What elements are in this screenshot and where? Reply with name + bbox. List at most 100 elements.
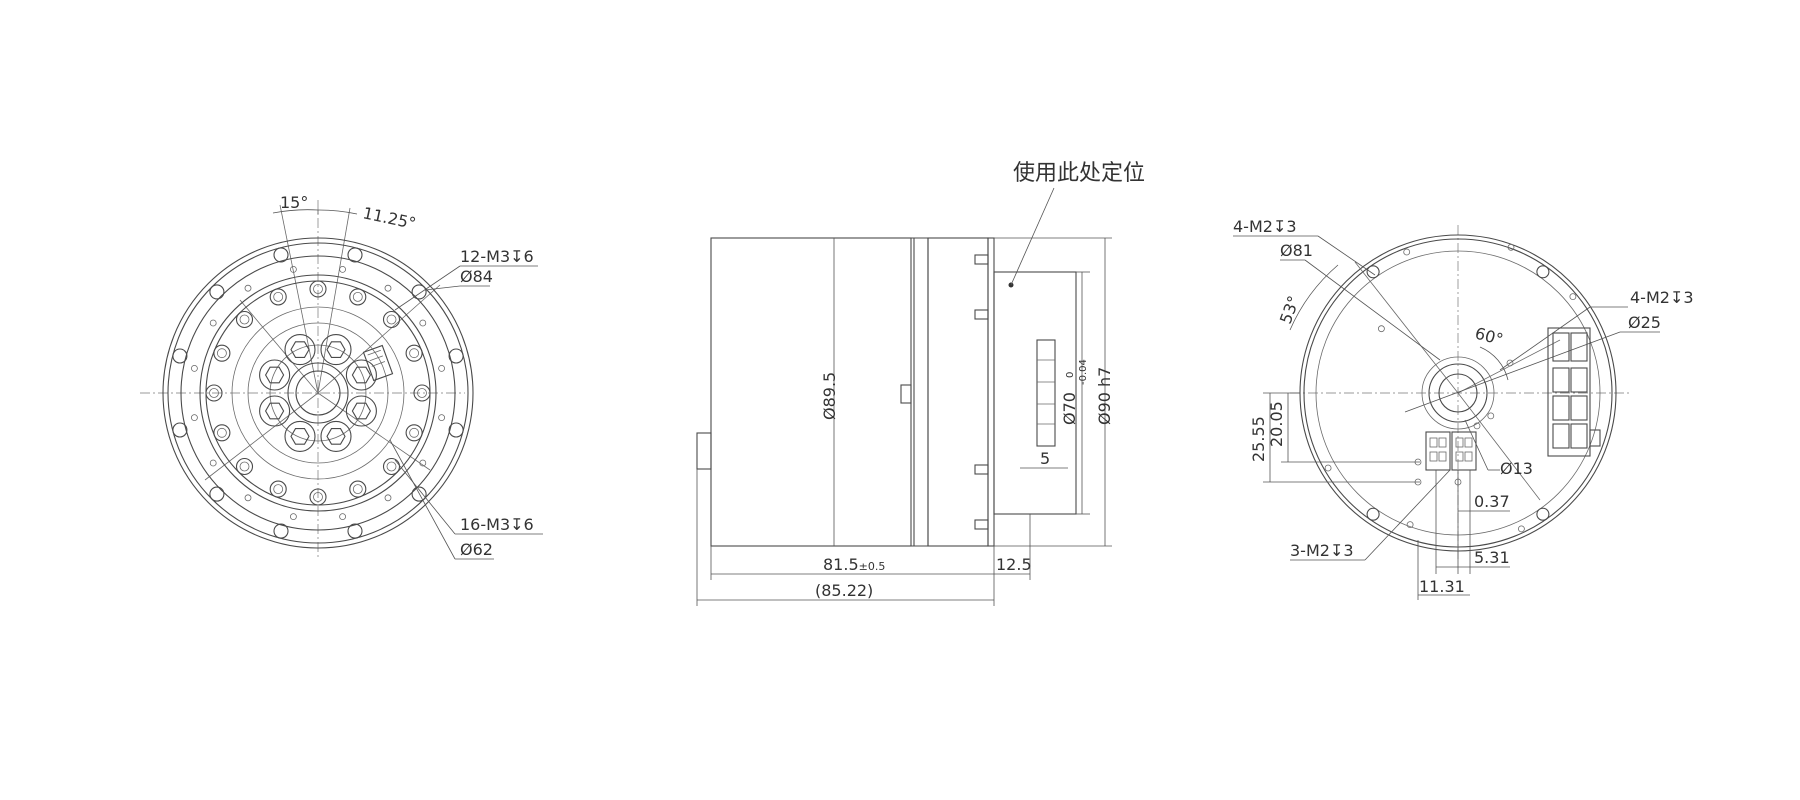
dia-62-label: Ø62 [460,540,493,559]
holes-16-m3-label: 16-M3↧6 [460,515,534,534]
rear-small-hole [1403,248,1411,256]
outer-hole [448,348,464,364]
dia-84-label: Ø84 [460,267,493,286]
small-hole [209,319,217,327]
inner-hole-core [273,291,284,302]
small-hole [289,513,297,520]
inner-hole-core [209,388,219,398]
rear-mount-hole [1536,265,1550,279]
inner-hole [405,424,423,442]
outer-hole [448,422,464,438]
hex-nut [290,341,310,358]
outer-hole [273,247,289,263]
small-hole [190,414,198,422]
angle-53-label: 53° [1276,293,1304,326]
outer-hole [172,422,188,438]
outer-hole [347,523,363,539]
small-hole [244,284,252,292]
inner-hole-core [239,314,250,325]
hex-nut [290,428,310,445]
rear-small-hole [1406,521,1414,528]
rear-small-hole [1473,422,1481,430]
nut-outline [345,395,377,427]
inner-hole [235,457,254,476]
dia-90-label: Ø90 h7 [1095,367,1114,425]
rear-small-hole [1518,525,1525,533]
inner-hole [235,310,254,329]
inner-hole-core [273,484,284,495]
inner-hole-core [239,461,250,472]
rear-small-hole [1324,464,1332,472]
inner-hole [213,344,231,362]
inner-hole [349,288,367,306]
inner-hole-core [313,284,323,294]
inner-hole [269,480,287,498]
hex-nut [351,366,372,384]
angle-15-label: 15° [280,193,308,212]
small-hole [384,494,392,502]
inner-hole [405,344,423,362]
dia-25-label: Ø25 [1628,313,1661,332]
rear-small-hole [1507,243,1515,251]
outer-hole [209,486,225,502]
inner-hole [382,310,401,329]
hex-nut [264,366,285,384]
rear-mount-hole [1366,507,1380,521]
inner-hole [349,480,367,498]
rear-mount-hole [1366,265,1380,279]
inner-hole [309,280,327,298]
locate-here-label: 使用此处定位 [1013,161,1145,186]
small-hole [419,319,427,327]
inner-hole [213,424,231,442]
outer-hole [411,284,427,300]
inner-hole-core [216,348,227,359]
small-hole [244,494,252,502]
rear-view: 4-M2↧3 Ø81 53° 60° 4-M2↧3 Ø25 25.55 20.0… [1233,217,1694,600]
inner-hole [309,488,327,506]
small-hole [339,513,347,520]
inner-hole-core [352,484,363,495]
small-hole [289,265,297,273]
inner-hole-core [409,348,420,359]
dia-895-label: Ø89.5 [820,372,839,420]
dim-037-label: 0.37 [1474,492,1510,511]
holes-3-m2-label: 3-M2↧3 [1290,541,1354,560]
dim-5-label: 5 [1040,449,1050,468]
small-hole [438,364,446,372]
outer-bolt-holes [172,247,464,539]
inner-hole-core [386,314,397,325]
inner-hole-core [409,427,420,438]
rear-holes [1324,243,1577,533]
inner-bolt-holes [190,265,446,520]
dia-70-tol-upper: 0 [1065,372,1076,378]
small-hole [438,414,446,422]
holes-12-m3-label: 12-M3↧6 [460,247,534,266]
small-hole [339,265,347,273]
outer-hole [411,486,427,502]
holes-4-m2-b-label: 4-M2↧3 [1630,288,1694,307]
nut-outline [320,334,352,366]
dim-531-label: 5.31 [1474,548,1510,567]
len-125-label: 12.5 [996,555,1032,574]
nut-outline [345,359,377,391]
hex-nut [264,402,285,420]
nut-outline [259,359,291,391]
dia-70-tol-lower: -0.04 [1078,359,1089,385]
hex-nut [326,428,346,445]
inner-hole-core [216,427,227,438]
rear-small-hole [1378,325,1385,333]
rear-mount-hole [1536,507,1550,521]
side-view: Ø89.5 Ø70 0 -0.04 Ø90 h7 5 81.5±0.5 12.5… [696,161,1145,606]
outer-hole [209,284,225,300]
nut-outline [320,420,352,452]
outer-hole [347,247,363,263]
dim-1131-label: 11.31 [1419,577,1465,596]
holes-4-m2-a-label: 4-M2↧3 [1233,217,1297,236]
angle-60-label: 60° [1473,324,1505,350]
len-8522-label: (85.22) [815,581,873,600]
inner-hole-core [417,388,427,398]
dim-2555-label: 25.55 [1249,416,1268,462]
inner-hole [269,288,287,306]
front-view: 15° 11.25° 12-M3↧6 Ø84 16-M3↧6 Ø62 [140,193,543,560]
